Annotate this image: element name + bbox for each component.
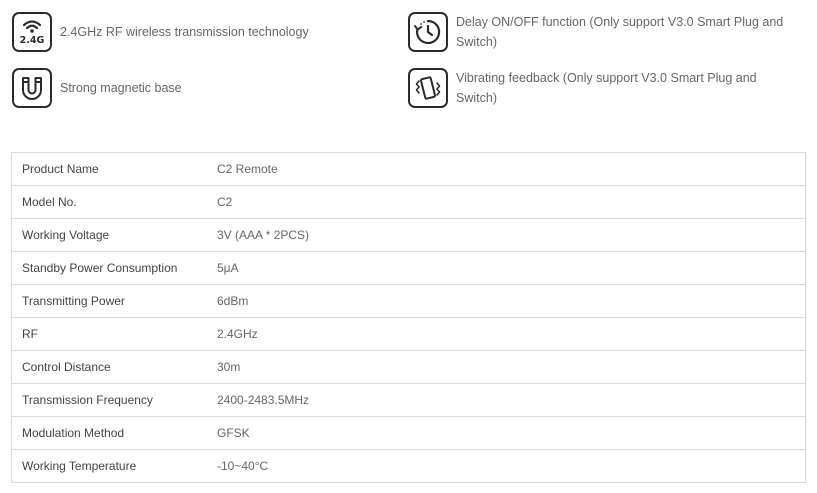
spec-label: Working Voltage [11,218,207,252]
table-row: Standby Power Consumption 5μA [11,251,806,285]
magnet-icon [12,68,52,108]
table-row: Transmission Frequency 2400-2483.5MHz [11,383,806,417]
table-row: Product Name C2 Remote [12,153,806,186]
table-row: Model No. C2 [11,185,806,219]
badge-2-4g: 2.4G [20,35,45,46]
spec-value: 30m [207,350,806,384]
spec-value: -10~40°C [207,449,806,483]
table-row: Working Temperature -10~40°C [11,449,806,483]
spec-label: Working Temperature [11,449,207,483]
feature-vibration: Vibrating feedback (Only support V3.0 Sm… [408,68,808,108]
spec-value: GFSK [207,416,806,450]
spec-value: C2 Remote [217,162,278,176]
spec-label: Modulation Method [11,416,207,450]
spec-label: Transmitting Power [11,284,207,318]
spec-value: 2400-2483.5MHz [207,383,806,417]
table-row: Control Distance 30m [11,350,806,384]
spec-value: 3V (AAA * 2PCS) [207,218,806,252]
wifi-2-4g-icon: 2.4G [12,12,52,52]
spec-value: C2 [207,185,806,219]
feature-text: Strong magnetic base [60,81,182,95]
table-row: Modulation Method GFSK [11,416,806,450]
feature-delay: Delay ON/OFF function (Only support V3.0… [408,12,808,52]
delay-timer-icon [408,12,448,52]
spec-label: Standby Power Consumption [11,251,207,285]
feature-text: Delay ON/OFF function (Only support V3.0… [456,15,784,49]
feature-text: Vibrating feedback (Only support V3.0 Sm… [456,71,757,105]
spec-label: RF [11,317,207,351]
feature-magnet: Strong magnetic base [12,68,182,108]
spec-value: 5μA [207,251,806,285]
feature-2-4g: 2.4G 2.4GHz RF wireless transmission tec… [12,12,309,52]
table-row: RF 2.4GHz [11,317,806,351]
table-row: Working Voltage 3V (AAA * 2PCS) [11,218,806,252]
spec-value: 2.4GHz [207,317,806,351]
vibration-icon [408,68,448,108]
spec-label: Control Distance [11,350,207,384]
feature-text: 2.4GHz RF wireless transmission technolo… [60,25,309,39]
spec-label: Model No. [11,185,207,219]
spec-label: Transmission Frequency [11,383,207,417]
spec-label: Product Name [22,162,99,176]
spec-table: Product Name C2 Remote Model No. C2 Work… [11,152,806,483]
table-row: Transmitting Power 6dBm [11,284,806,318]
spec-value: 6dBm [207,284,806,318]
